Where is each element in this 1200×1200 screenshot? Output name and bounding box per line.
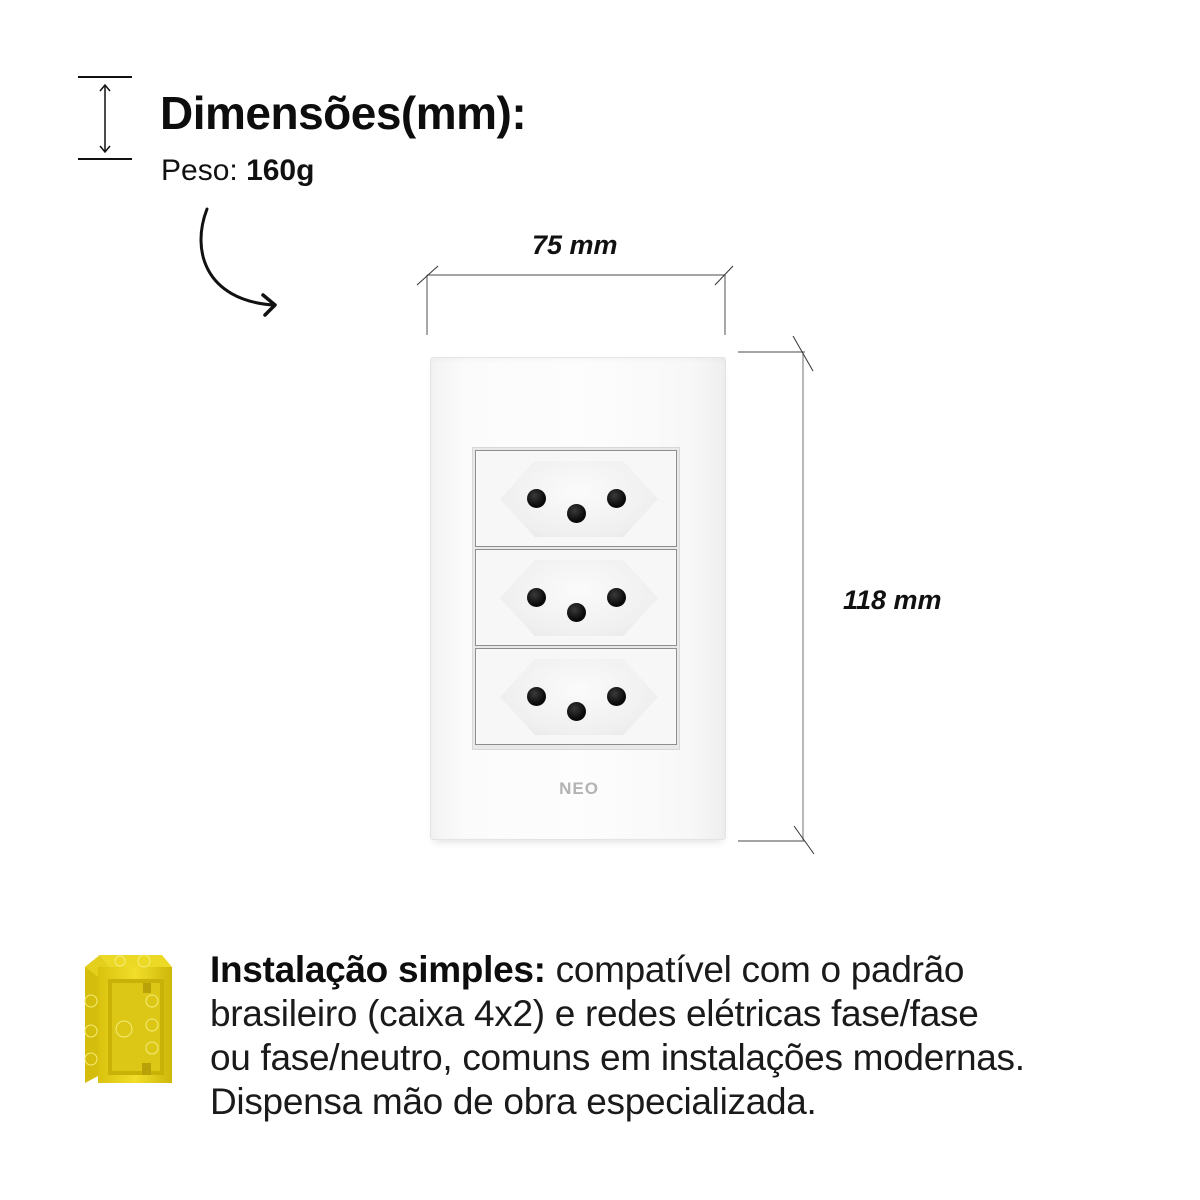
socket-face — [500, 659, 658, 735]
width-dimension-label: 75 mm — [532, 230, 618, 260]
installation-line-4: Dispensa mão de obra especializada. — [210, 1081, 817, 1122]
socket-pin-icon — [567, 504, 586, 523]
socket-pin-icon — [607, 489, 626, 508]
socket-pin-icon — [527, 588, 546, 607]
socket-pin-icon — [607, 588, 626, 607]
socket-pin-icon — [527, 489, 546, 508]
height-dimension-label: 118 mm — [843, 585, 942, 615]
installation-description: Instalação simples: compatível com o pad… — [210, 948, 1110, 1124]
socket-outlet-2 — [475, 549, 677, 646]
socket-face — [500, 560, 658, 636]
brand-logo: NEO — [559, 779, 599, 798]
electrical-box-4x2-icon — [84, 954, 172, 1083]
weight-label: Peso: — [161, 154, 238, 187]
socket-module-frame — [472, 447, 680, 750]
vertical-dimension-icon — [78, 76, 132, 160]
socket-pin-icon — [567, 603, 586, 622]
width-dimension-line — [416, 265, 734, 335]
installation-line-2: brasileiro (caixa 4x2) e redes elétricas… — [210, 993, 979, 1034]
installation-heading: Instalação simples: — [210, 949, 546, 990]
socket-outlet-3 — [475, 648, 677, 745]
page-title: Dimensões(mm): — [160, 87, 527, 139]
socket-pin-icon — [527, 687, 546, 706]
socket-pin-icon — [607, 687, 626, 706]
installation-line-3: ou fase/neutro, comuns em instalações mo… — [210, 1037, 1025, 1078]
installation-line-1: Instalação simples: compatível com o pad… — [210, 948, 1110, 992]
height-dimension-line — [738, 335, 815, 855]
socket-pin-icon — [567, 702, 586, 721]
curved-arrow-icon — [199, 207, 277, 317]
weight-value: 160g — [246, 154, 315, 187]
weight-info: Peso: 160g — [161, 156, 314, 186]
socket-outlet-1 — [475, 450, 677, 547]
installation-text: compatível com o padrão — [555, 949, 965, 990]
socket-face — [500, 461, 658, 537]
